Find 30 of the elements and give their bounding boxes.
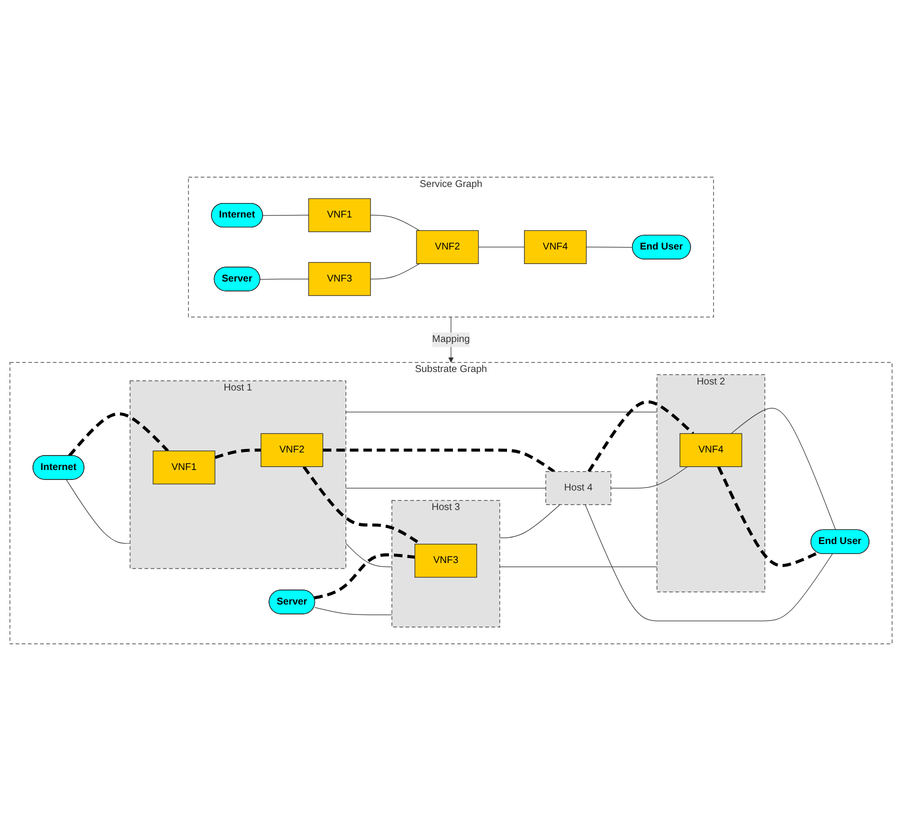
connector bbox=[260, 278, 309, 280]
node-box: VNF4 bbox=[680, 433, 742, 467]
connector bbox=[314, 607, 392, 616]
node-box: Host 4 bbox=[545, 471, 612, 506]
connector bbox=[370, 214, 420, 231]
connector bbox=[584, 504, 833, 622]
node-box: VNF2 bbox=[416, 230, 479, 264]
connector bbox=[262, 214, 309, 216]
connector bbox=[370, 263, 420, 280]
connector bbox=[587, 400, 694, 472]
connector bbox=[586, 246, 633, 248]
node-box: VNF3 bbox=[308, 262, 371, 296]
connector bbox=[730, 408, 836, 530]
connector bbox=[478, 246, 525, 248]
node-box: VNF3 bbox=[414, 544, 478, 578]
node-box: VNF2 bbox=[260, 433, 324, 467]
connector bbox=[499, 566, 658, 568]
connector bbox=[314, 553, 416, 600]
connector bbox=[346, 543, 392, 568]
connector bbox=[717, 466, 819, 568]
connector bbox=[322, 448, 555, 473]
node-box: VNF1 bbox=[152, 450, 216, 484]
connector bbox=[214, 448, 261, 459]
edge-label: Mapping bbox=[432, 334, 470, 345]
connector bbox=[499, 504, 560, 538]
connector bbox=[66, 479, 130, 544]
node-box: VNF4 bbox=[524, 230, 587, 264]
connector bbox=[68, 412, 169, 457]
node-box: VNF1 bbox=[308, 198, 371, 232]
connector bbox=[610, 466, 688, 488]
